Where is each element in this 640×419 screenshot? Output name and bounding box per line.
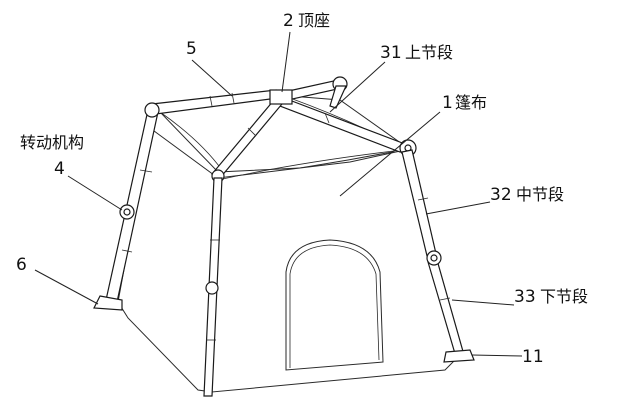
label-31-text: 上节段 <box>405 43 453 62</box>
tent-door <box>285 239 384 371</box>
leader-11 <box>471 354 523 357</box>
label-5-number: 5 <box>186 39 197 59</box>
label-4-text: 转动机构 <box>20 133 84 152</box>
foot-front-right <box>443 349 475 363</box>
leader-32 <box>425 201 491 215</box>
joint-back-left <box>144 102 160 118</box>
left-wall <box>117 127 219 393</box>
leader-31 <box>329 61 386 113</box>
roof-sag-line <box>159 111 223 171</box>
rotation-joint-front-left <box>205 281 219 295</box>
leader-6 <box>34 269 99 305</box>
leader-33 <box>451 299 515 306</box>
leg-front-right <box>401 149 475 363</box>
label-11-number: 11 <box>522 347 544 367</box>
label-1-text: 篷布 <box>455 93 487 112</box>
leader-5 <box>191 59 233 97</box>
leg-front-left <box>203 177 223 397</box>
leader-4 <box>67 175 123 211</box>
label-2-text: 顶座 <box>298 11 330 30</box>
label-2-number: 2 <box>283 11 294 31</box>
label-33-number: 33 <box>514 287 536 307</box>
door-inner-line <box>289 244 380 368</box>
top-seat <box>269 89 293 105</box>
roof-frame <box>144 76 417 183</box>
label-4-number: 4 <box>54 159 65 179</box>
label-1-number: 1 <box>442 93 453 113</box>
label-32-number: 32 <box>490 185 512 205</box>
label-32-text: 中节段 <box>516 185 564 204</box>
label-6-number: 6 <box>16 255 27 275</box>
roof-front-edge <box>217 149 403 181</box>
leg-back-right-upper <box>329 85 347 109</box>
label-31-number: 31 <box>380 43 402 63</box>
leader-1 <box>339 111 441 197</box>
leader-2 <box>281 31 291 93</box>
label-33-text: 下节段 <box>540 287 588 306</box>
